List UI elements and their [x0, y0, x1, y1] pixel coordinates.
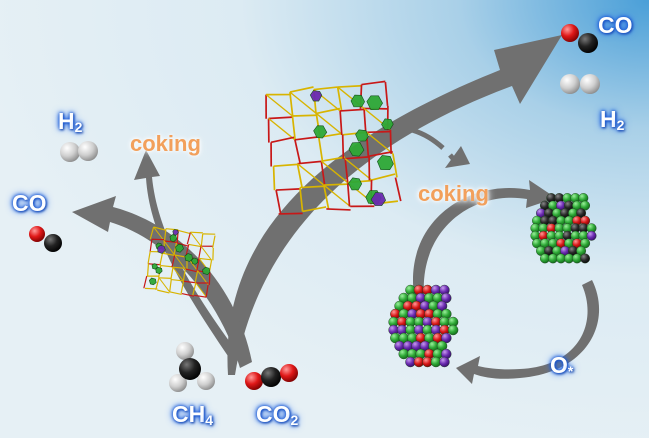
co-label-left: CO [12, 190, 47, 216]
co-label-right: CO [598, 12, 633, 38]
co2-label: CO2 [256, 401, 299, 428]
h2-label-left: H2 [58, 108, 83, 135]
framework-small [143, 226, 216, 298]
h2-molecule-right [560, 74, 600, 94]
cycle-arrow-top [412, 180, 556, 295]
cycle-arrow-bottom [456, 280, 600, 384]
co2-molecule [245, 364, 298, 390]
ch4-molecule [169, 342, 215, 392]
h2-molecule-left [60, 141, 98, 162]
h2-label-right: H2 [600, 106, 625, 133]
co-molecule-left [29, 226, 62, 252]
coking-label-right: coking [418, 181, 489, 206]
o-star-label: O* [550, 352, 574, 379]
main-arrow [227, 35, 562, 375]
left-co-arrow [72, 196, 252, 368]
nanoparticle-cluster-coked [530, 193, 597, 264]
left-coking-arrow [134, 150, 240, 362]
co-molecule-right [561, 24, 598, 53]
framework-large [265, 80, 402, 215]
nanoparticle-cluster [388, 284, 459, 368]
coking-label-left: coking [130, 131, 201, 156]
ch4-label: CH4 [172, 401, 214, 428]
